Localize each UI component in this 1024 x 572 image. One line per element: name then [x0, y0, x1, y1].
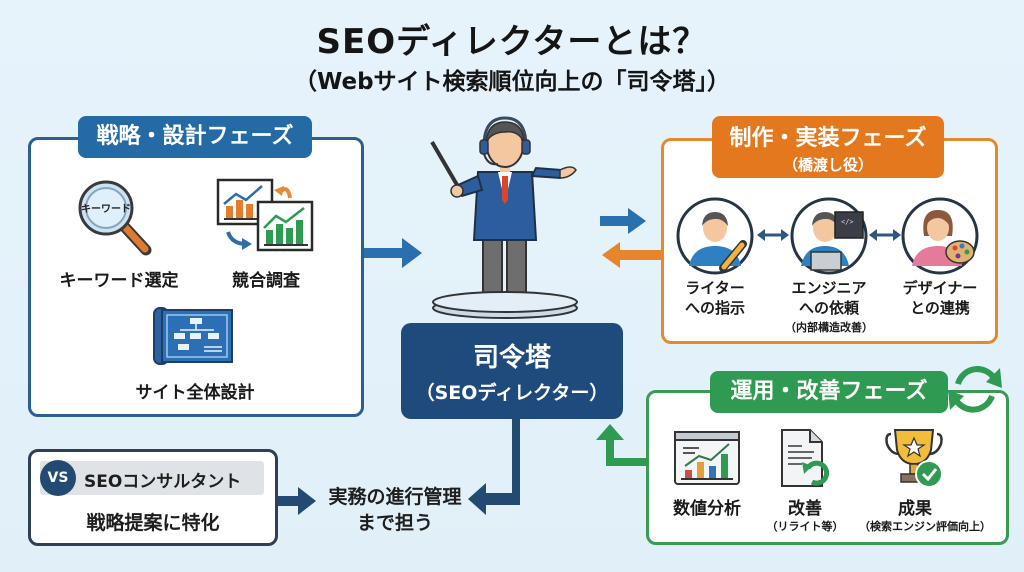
competitor-research-label: 競合調査 [232, 271, 300, 291]
results-note: （検索エンジン評価向上） [859, 520, 991, 533]
consultant-to-management-arrow-icon [278, 485, 318, 517]
operation-phase-label: 運用・改善フェーズ [710, 371, 948, 413]
svg-text:キーワード: キーワード [81, 203, 131, 215]
designer-collaboration-label: デザイナー との連携 [902, 279, 978, 317]
keyword-selection-label: キーワード選定 [59, 271, 179, 291]
director-with-headset-icon [420, 112, 590, 322]
director-to-management-arrow-icon [468, 419, 528, 517]
document-rewrite-icon [778, 428, 830, 488]
page-subtitle: （Webサイト検索順位向上の「司令塔」） [293, 69, 731, 95]
trophy-check-icon [883, 428, 945, 490]
analytics-chart-icon [673, 430, 741, 486]
writer-icon [675, 196, 755, 276]
strategy-phase-label: 戦略・設計フェーズ [78, 116, 312, 158]
sitemap-blueprint-icon [152, 306, 234, 368]
svg-text:</>: </> [841, 218, 854, 226]
competitor-charts-icon [216, 176, 316, 254]
page-title: SEOディレクターとは？ [316, 22, 708, 62]
operation-to-director-arrow-icon [596, 424, 648, 474]
designer-icon [900, 196, 980, 276]
writer-instruction-label: ライター への指示 [684, 279, 745, 317]
consultant-description: 戦略提案に特化 [86, 512, 220, 534]
production-phase-label: 制作・実装フェーズ （橋渡し役） [712, 116, 944, 178]
consultant-header-bar [40, 461, 264, 495]
production-phase-sublabel: （橋渡し役） [782, 156, 873, 174]
production-phase-title: 制作・実装フェーズ [729, 126, 927, 151]
magnifier-keyword-icon: キーワード [72, 178, 158, 258]
improvement-label: 改善 [788, 499, 822, 519]
director-command-box: 司令塔 （SEOディレクター） [401, 323, 623, 419]
improvement-note: （リライト等） [766, 520, 844, 533]
engineer-request-note: （内部構造改善） [785, 321, 873, 334]
director-title: 司令塔 [472, 343, 551, 373]
consultant-title: SEOコンサルタント [84, 472, 242, 492]
bidirectional-arrow-icon [757, 228, 789, 242]
director-subtitle: （SEOディレクター） [415, 382, 609, 404]
engineer-icon: </> [789, 196, 869, 276]
strategy-to-director-arrow-icon [364, 238, 424, 268]
results-label: 成果 [898, 499, 932, 519]
data-analysis-label: 数値分析 [673, 499, 741, 519]
site-architecture-label: サイト全体設計 [135, 383, 255, 403]
director-scope-text: 実務の進行管理 まで担う [328, 486, 462, 534]
refresh-cycle-icon [944, 358, 1006, 420]
engineer-request-label: エンジニア への依頼 [791, 279, 867, 317]
bidirectional-arrow-icon [869, 228, 901, 242]
vs-badge: VS [40, 460, 76, 496]
director-production-arrows-icon [600, 208, 662, 272]
strategy-phase-panel [28, 137, 364, 417]
